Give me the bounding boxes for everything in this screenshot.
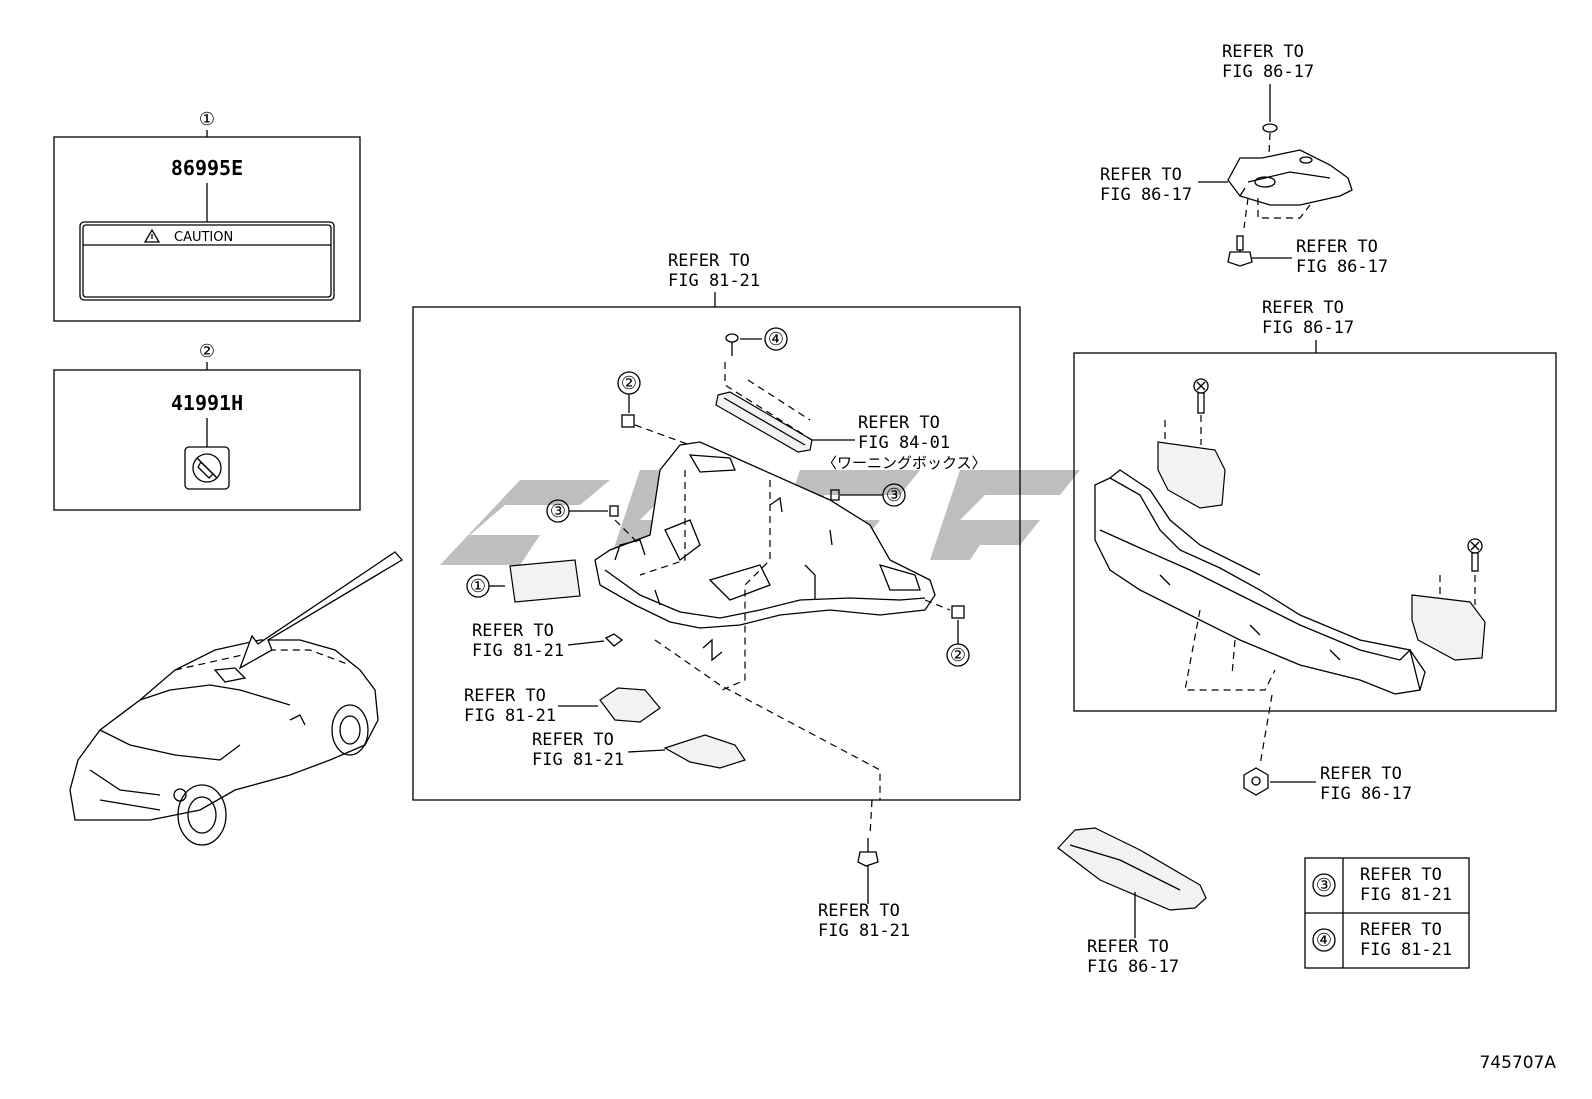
bottom-bolt-refer: REFER TO xyxy=(818,901,900,921)
label-2-box xyxy=(53,369,361,511)
br-cover-fig: FIG 86-17 xyxy=(1087,957,1179,977)
tr-mid-fig: FIG 86-17 xyxy=(1100,185,1192,205)
tr-top-fig: FIG 86-17 xyxy=(1222,62,1314,82)
center-clip-refer: REFER TO xyxy=(472,621,554,641)
callout-3-left: ③ xyxy=(550,501,566,522)
legend-line1: REFER TO xyxy=(1360,920,1442,940)
callout-2-right: ② xyxy=(950,645,966,666)
center-top-refer: REFER TO xyxy=(668,251,750,271)
nut-icon xyxy=(1243,767,1269,796)
no-symbol-icon xyxy=(184,446,230,490)
center-lens1-refer: REFER TO xyxy=(464,686,546,706)
sticker-2-left xyxy=(621,414,635,428)
warning-box-bracket xyxy=(715,391,813,453)
bottom-right-cover-group: REFER TO FIG 86-17 xyxy=(1057,827,1207,977)
rd-top-refer: REFER TO xyxy=(1262,298,1344,318)
label-2-part-number: 41991H xyxy=(171,391,243,415)
main-duct xyxy=(1094,477,1426,695)
tr-mid-refer: REFER TO xyxy=(1100,165,1182,185)
location-arrow xyxy=(238,551,404,670)
sticker-2-right xyxy=(951,605,965,619)
callout-2-top: ② xyxy=(199,341,215,362)
legend-num: ③ xyxy=(1316,875,1332,896)
diagram-code: 745707A xyxy=(1479,1053,1556,1073)
bolt-icon xyxy=(857,851,879,867)
tr-bolt-icon xyxy=(1227,235,1253,267)
bottom-right-cover xyxy=(1057,827,1207,911)
warning-box-jp: 〈ワーニングボックス〉 xyxy=(822,454,987,472)
rd-top-fig: FIG 86-17 xyxy=(1262,318,1354,338)
nut-fig: FIG 86-17 xyxy=(1320,784,1412,804)
label-2-group: ② 41991H xyxy=(53,341,361,511)
center-fig8401-fig: FIG 84-01 xyxy=(858,433,950,453)
tr-bolt-fig: FIG 86-17 xyxy=(1296,257,1388,277)
right-duct-box xyxy=(1073,352,1557,712)
caution-sticker-part xyxy=(509,559,581,603)
caution-text: CAUTION xyxy=(174,230,233,245)
legend-row: ④ REFER TO FIG 81-21 xyxy=(1312,920,1452,960)
top-bracket xyxy=(1227,149,1353,206)
washer-icon xyxy=(1262,123,1278,133)
callout-3-right: ③ xyxy=(886,485,902,506)
center-assembly: REFER TO FIG 81-21 ④ REFER TO FIG 84-01 … xyxy=(412,251,1021,801)
clip-3-right xyxy=(830,489,840,501)
legend-table: ③ REFER TO FIG 81-21 ④ REFER TO FIG 81-2… xyxy=(1304,857,1470,969)
callout-1-center: ① xyxy=(470,576,486,597)
duct-nut: REFER TO FIG 86-17 xyxy=(1243,764,1412,804)
small-pin xyxy=(702,638,723,662)
legend-line1: REFER TO xyxy=(1360,865,1442,885)
center-lens2-fig: FIG 81-21 xyxy=(532,750,624,770)
duct-screw-right-icon xyxy=(1467,538,1483,572)
center-lens2-refer: REFER TO xyxy=(532,730,614,750)
small-clip xyxy=(604,633,624,647)
center-fig8401-refer: REFER TO xyxy=(858,413,940,433)
label-1-box xyxy=(53,136,361,322)
duct-cover-right xyxy=(1411,594,1486,661)
car-illustration xyxy=(69,639,379,846)
lens-cover-2 xyxy=(663,734,746,769)
right-duct-assembly: REFER TO FIG 86-17 xyxy=(1073,298,1557,766)
center-clip-fig: FIG 81-21 xyxy=(472,641,564,661)
center-assembly-box xyxy=(412,306,1021,801)
tr-top-refer: REFER TO xyxy=(1222,42,1304,62)
legend-line2: FIG 81-21 xyxy=(1360,940,1452,960)
callout-1-top: ① xyxy=(199,109,215,130)
legend-line2: FIG 81-21 xyxy=(1360,885,1452,905)
nut-refer: REFER TO xyxy=(1320,764,1402,784)
bottom-bolt: REFER TO FIG 81-21 xyxy=(818,799,910,941)
legend-num: ④ xyxy=(1316,930,1332,951)
br-cover-refer: REFER TO xyxy=(1087,937,1169,957)
callout-2-left: ② xyxy=(621,373,637,394)
label-1-group: ① 86995E CAUTION xyxy=(53,109,361,322)
warning-triangle-icon xyxy=(143,228,161,243)
screw-4-icon xyxy=(725,333,739,356)
legend-row: ③ REFER TO FIG 81-21 xyxy=(1312,865,1452,905)
bottom-bolt-fig: FIG 81-21 xyxy=(818,921,910,941)
caution-label xyxy=(79,221,335,301)
top-right-bracket-group: REFER TO FIG 86-17 REFER TO FIG 86-17 RE… xyxy=(1100,42,1388,277)
center-top-fig: FIG 81-21 xyxy=(668,271,760,291)
lens-cover-1 xyxy=(599,687,661,723)
duct-cover-left xyxy=(1157,441,1226,509)
console-housing xyxy=(594,441,936,629)
center-lens1-fig: FIG 81-21 xyxy=(464,706,556,726)
label-1-part-number: 86995E xyxy=(171,156,243,180)
tr-bolt-refer: REFER TO xyxy=(1296,237,1378,257)
clip-3-left xyxy=(609,505,619,517)
duct-screw-top-icon xyxy=(1193,378,1209,414)
callout-4: ④ xyxy=(768,329,784,350)
